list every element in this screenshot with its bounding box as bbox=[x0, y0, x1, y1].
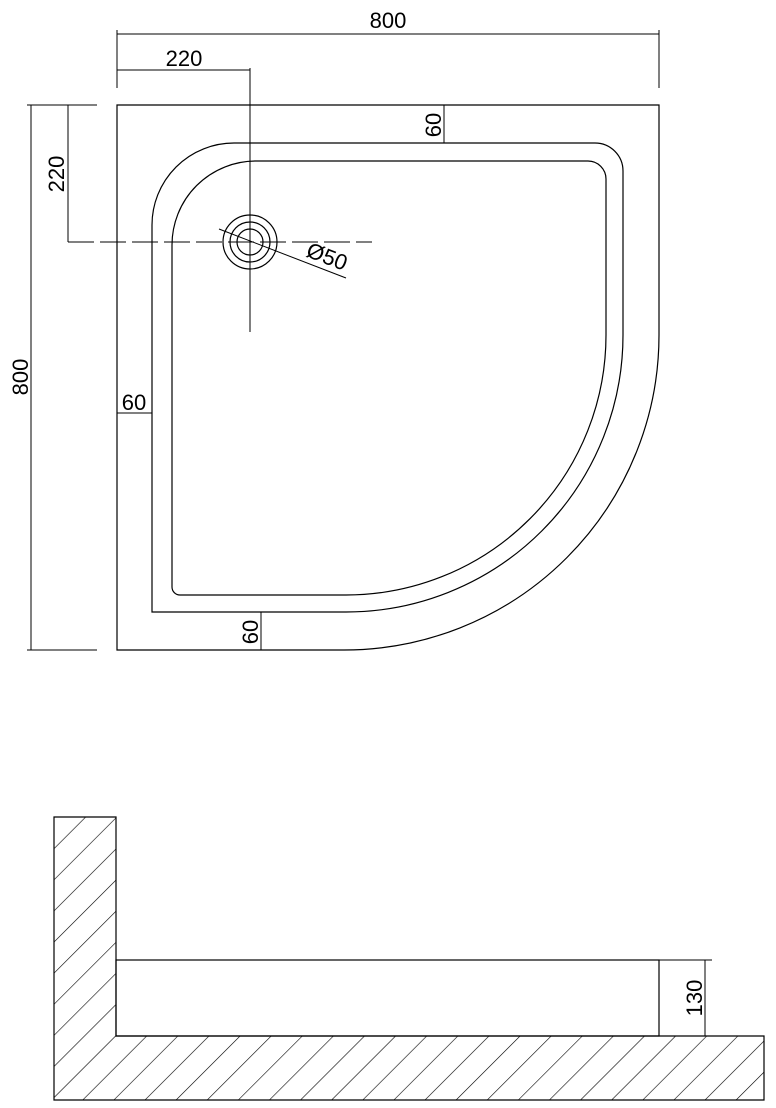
dim-rim-left-label: 60 bbox=[122, 390, 146, 415]
dim-rim-top-label: 60 bbox=[421, 113, 446, 137]
diameter-leader bbox=[218, 228, 347, 279]
basin-inner-line bbox=[171, 160, 607, 596]
wall-and-floor-hatched bbox=[53, 816, 765, 1101]
dim-overall-depth-label: 800 bbox=[8, 359, 33, 396]
tray-section bbox=[115, 959, 660, 1037]
dim-tray-height-label: 130 bbox=[682, 980, 707, 1017]
dim-rim-bottom-label: 60 bbox=[238, 620, 263, 644]
rim-outer-line bbox=[151, 142, 624, 613]
dim-overall-width-label: 800 bbox=[370, 8, 407, 33]
tray-outline bbox=[116, 104, 660, 651]
dim-drain-offset-y-label: 220 bbox=[44, 156, 69, 193]
drain-diameter-label: Ø50 bbox=[303, 237, 351, 275]
section-view: 130 bbox=[53, 816, 765, 1101]
top-view: Ø50 800 220 800 220 60 60 60 bbox=[8, 8, 660, 651]
dim-drain-offset-x-label: 220 bbox=[166, 46, 203, 71]
